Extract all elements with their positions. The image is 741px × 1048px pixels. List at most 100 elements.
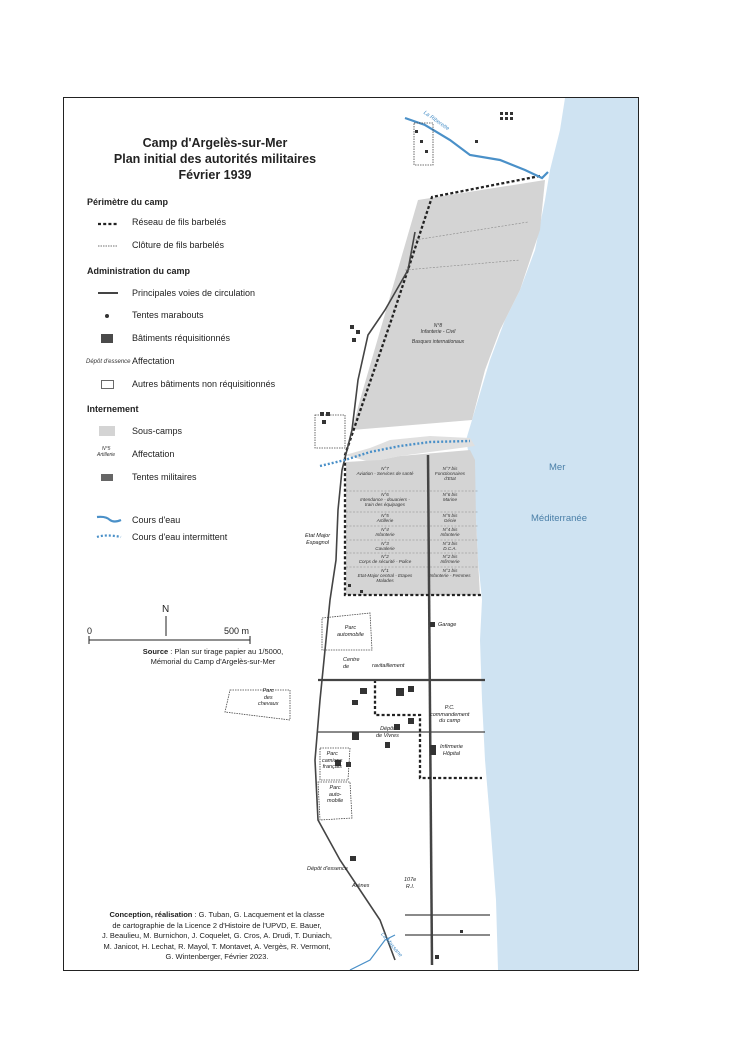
- west-subcamp-line: N°3: [381, 541, 389, 546]
- barbed-wire-perimeter: [343, 174, 541, 780]
- legend-heading-perimetre: Périmètre du camp: [87, 197, 169, 207]
- west-subcamp-line: N°1: [381, 568, 389, 573]
- garage-label: Garage: [438, 622, 457, 628]
- legend-item-autres: Autres bâtiments non réquisitionnés: [132, 379, 276, 389]
- sea-label-mediterranee: Méditerranée: [531, 513, 587, 524]
- ri-1: 107e: [404, 877, 417, 883]
- west-subcamp-line: Intendance - douaniers -: [360, 497, 410, 503]
- west-subcamp-line: Malades: [376, 578, 394, 584]
- sea-label-mer: Mer: [549, 462, 566, 473]
- legend-item-cloture: Clôture de fils barbelés: [132, 240, 225, 250]
- main-road-west: [314, 231, 416, 961]
- credits: Conception, réalisation : G. Tuban, G. L…: [76, 910, 358, 963]
- subcamp-n8-label: N°8 Infanterie - Civil Basques internati…: [408, 323, 468, 345]
- legend-item-cours: Cours d'eau: [132, 515, 181, 525]
- pc-2: commandement: [430, 711, 470, 718]
- west-subcamp-line: N°4: [381, 527, 389, 532]
- marabout-tent-icon: [105, 314, 109, 318]
- title-line2: Plan initial des autorités militaires: [113, 152, 317, 166]
- west-subcamp-line: Aviation - Services de santé: [356, 471, 414, 477]
- ri-2: R.I.: [405, 883, 415, 890]
- n8-group: Basques internationaux: [411, 339, 465, 345]
- west-subcamp-line: N°6: [381, 492, 389, 497]
- legend-item-batiments: Bâtiments réquisitionnés: [132, 333, 231, 343]
- east-subcamp-line: N°4 bis: [442, 527, 458, 532]
- requisitioned-building-icon: [101, 334, 113, 343]
- scale-bar: [88, 636, 251, 644]
- north-arrow-icon: [165, 616, 167, 636]
- title-line3: Février 1939: [178, 168, 252, 182]
- centre-1: Centre: [343, 657, 360, 663]
- road-icon: [98, 292, 118, 294]
- camions-1: Parc: [326, 751, 338, 757]
- infirmerie-2: Hôpital: [442, 750, 461, 757]
- river-massane: [349, 934, 396, 970]
- scale-end: 500 m: [224, 626, 250, 636]
- east-subcamp-line: Génie: [443, 518, 457, 524]
- river-icon: [96, 515, 122, 523]
- arenes-label: Arènes: [352, 883, 370, 889]
- ravitaillement-label: ravitaillement: [372, 663, 405, 669]
- west-subcamp-line: Artillerie: [376, 518, 394, 524]
- subcamp-dividers: [346, 221, 529, 568]
- west-subcamp-line: train des équipages: [364, 502, 406, 508]
- credits-line2: J. Beaulieu, M. Burnichon, J. Coquelet, …: [102, 931, 332, 940]
- scale-zero: 0: [87, 626, 93, 636]
- pc-3: du camp: [439, 718, 461, 724]
- legend-sample-artillerie: Artillerie: [97, 452, 116, 458]
- credits-label: Conception, réalisation: [109, 910, 193, 919]
- legend-heading-administration: Administration du camp: [87, 266, 191, 276]
- west-subcamp-line: Infanterie: [375, 532, 395, 538]
- credits-line1: de cartographie de la Licence 2 d'Histoi…: [112, 920, 322, 930]
- west-subcamp-line: Cavalerie: [375, 546, 395, 552]
- east-subcamp-line: Fonctionnaires: [434, 471, 466, 477]
- legend-item-affectation-admin: Affectation: [132, 356, 175, 366]
- east-subcamp-line: N°3 bis: [442, 541, 458, 546]
- legend-item-cours-int: Cours d'eau intermittent: [132, 532, 228, 542]
- east-subcamp-line: D.C.A.: [443, 546, 457, 552]
- sea-area: [466, 98, 638, 970]
- parc-chevaux-2: des: [263, 694, 273, 701]
- map-title: Camp d'Argelès-sur-Mer Plan initial des …: [90, 135, 340, 183]
- vivres-2: de Vivres: [376, 732, 399, 739]
- depot-essence-label: Dépôt d'essence: [307, 866, 348, 872]
- auto2-1: Parc: [329, 785, 341, 791]
- source-note: Source : Plan sur tirage papier au 1/500…: [78, 647, 348, 667]
- legend-item-marabouts: Tentes marabouts: [132, 310, 204, 320]
- credits-line4: G. Wintenberger, Février 2023.: [165, 952, 269, 961]
- credits-line3: M. Janicot, H. Lechat, R. Mayol, T. Mont…: [103, 941, 331, 951]
- legend-item-voies: Principales voies de circulation: [132, 288, 256, 298]
- centre-2: de: [343, 663, 350, 670]
- east-subcamp-line: N°6 bis: [442, 492, 458, 497]
- vivres-1: Dépôt: [380, 726, 395, 732]
- subcamp-n8: [352, 180, 545, 430]
- legend-item-reseau: Réseau de fils barbelés: [132, 217, 227, 227]
- fence-icon: [98, 245, 118, 247]
- legend-sample-no5: N°5: [102, 446, 111, 452]
- legend-sample-depot: Dépôt d'essence: [86, 359, 131, 365]
- intermittent-river-icon: [96, 534, 122, 539]
- parc-auto-2: automobile: [337, 631, 364, 638]
- barbed-wire-icon: [98, 222, 118, 226]
- east-subcamp-line: N°5 bis: [442, 513, 458, 518]
- subcamps-south: [346, 450, 480, 595]
